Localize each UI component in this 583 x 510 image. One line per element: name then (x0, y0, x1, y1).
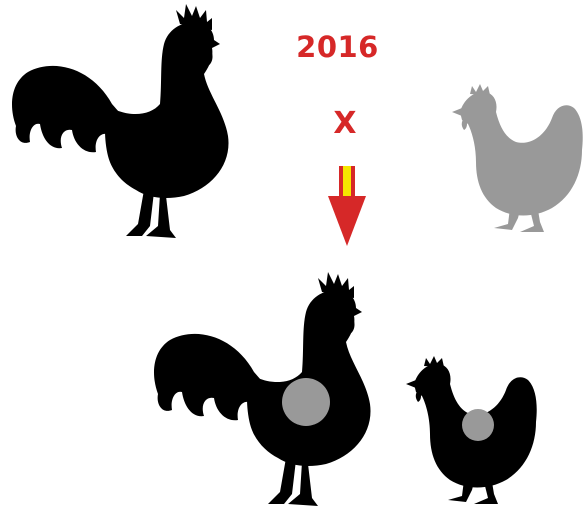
cross-year-label: 2016 (290, 30, 385, 64)
offspring-rooster-icon (154, 272, 371, 506)
trait-marker (462, 409, 494, 441)
arrow-down-icon (328, 166, 366, 246)
offspring-hen-icon (406, 356, 537, 504)
cross-symbol: X (325, 106, 365, 141)
dam-hen-icon (452, 84, 583, 232)
sire-rooster-icon (12, 4, 229, 238)
trait-marker (282, 378, 330, 426)
